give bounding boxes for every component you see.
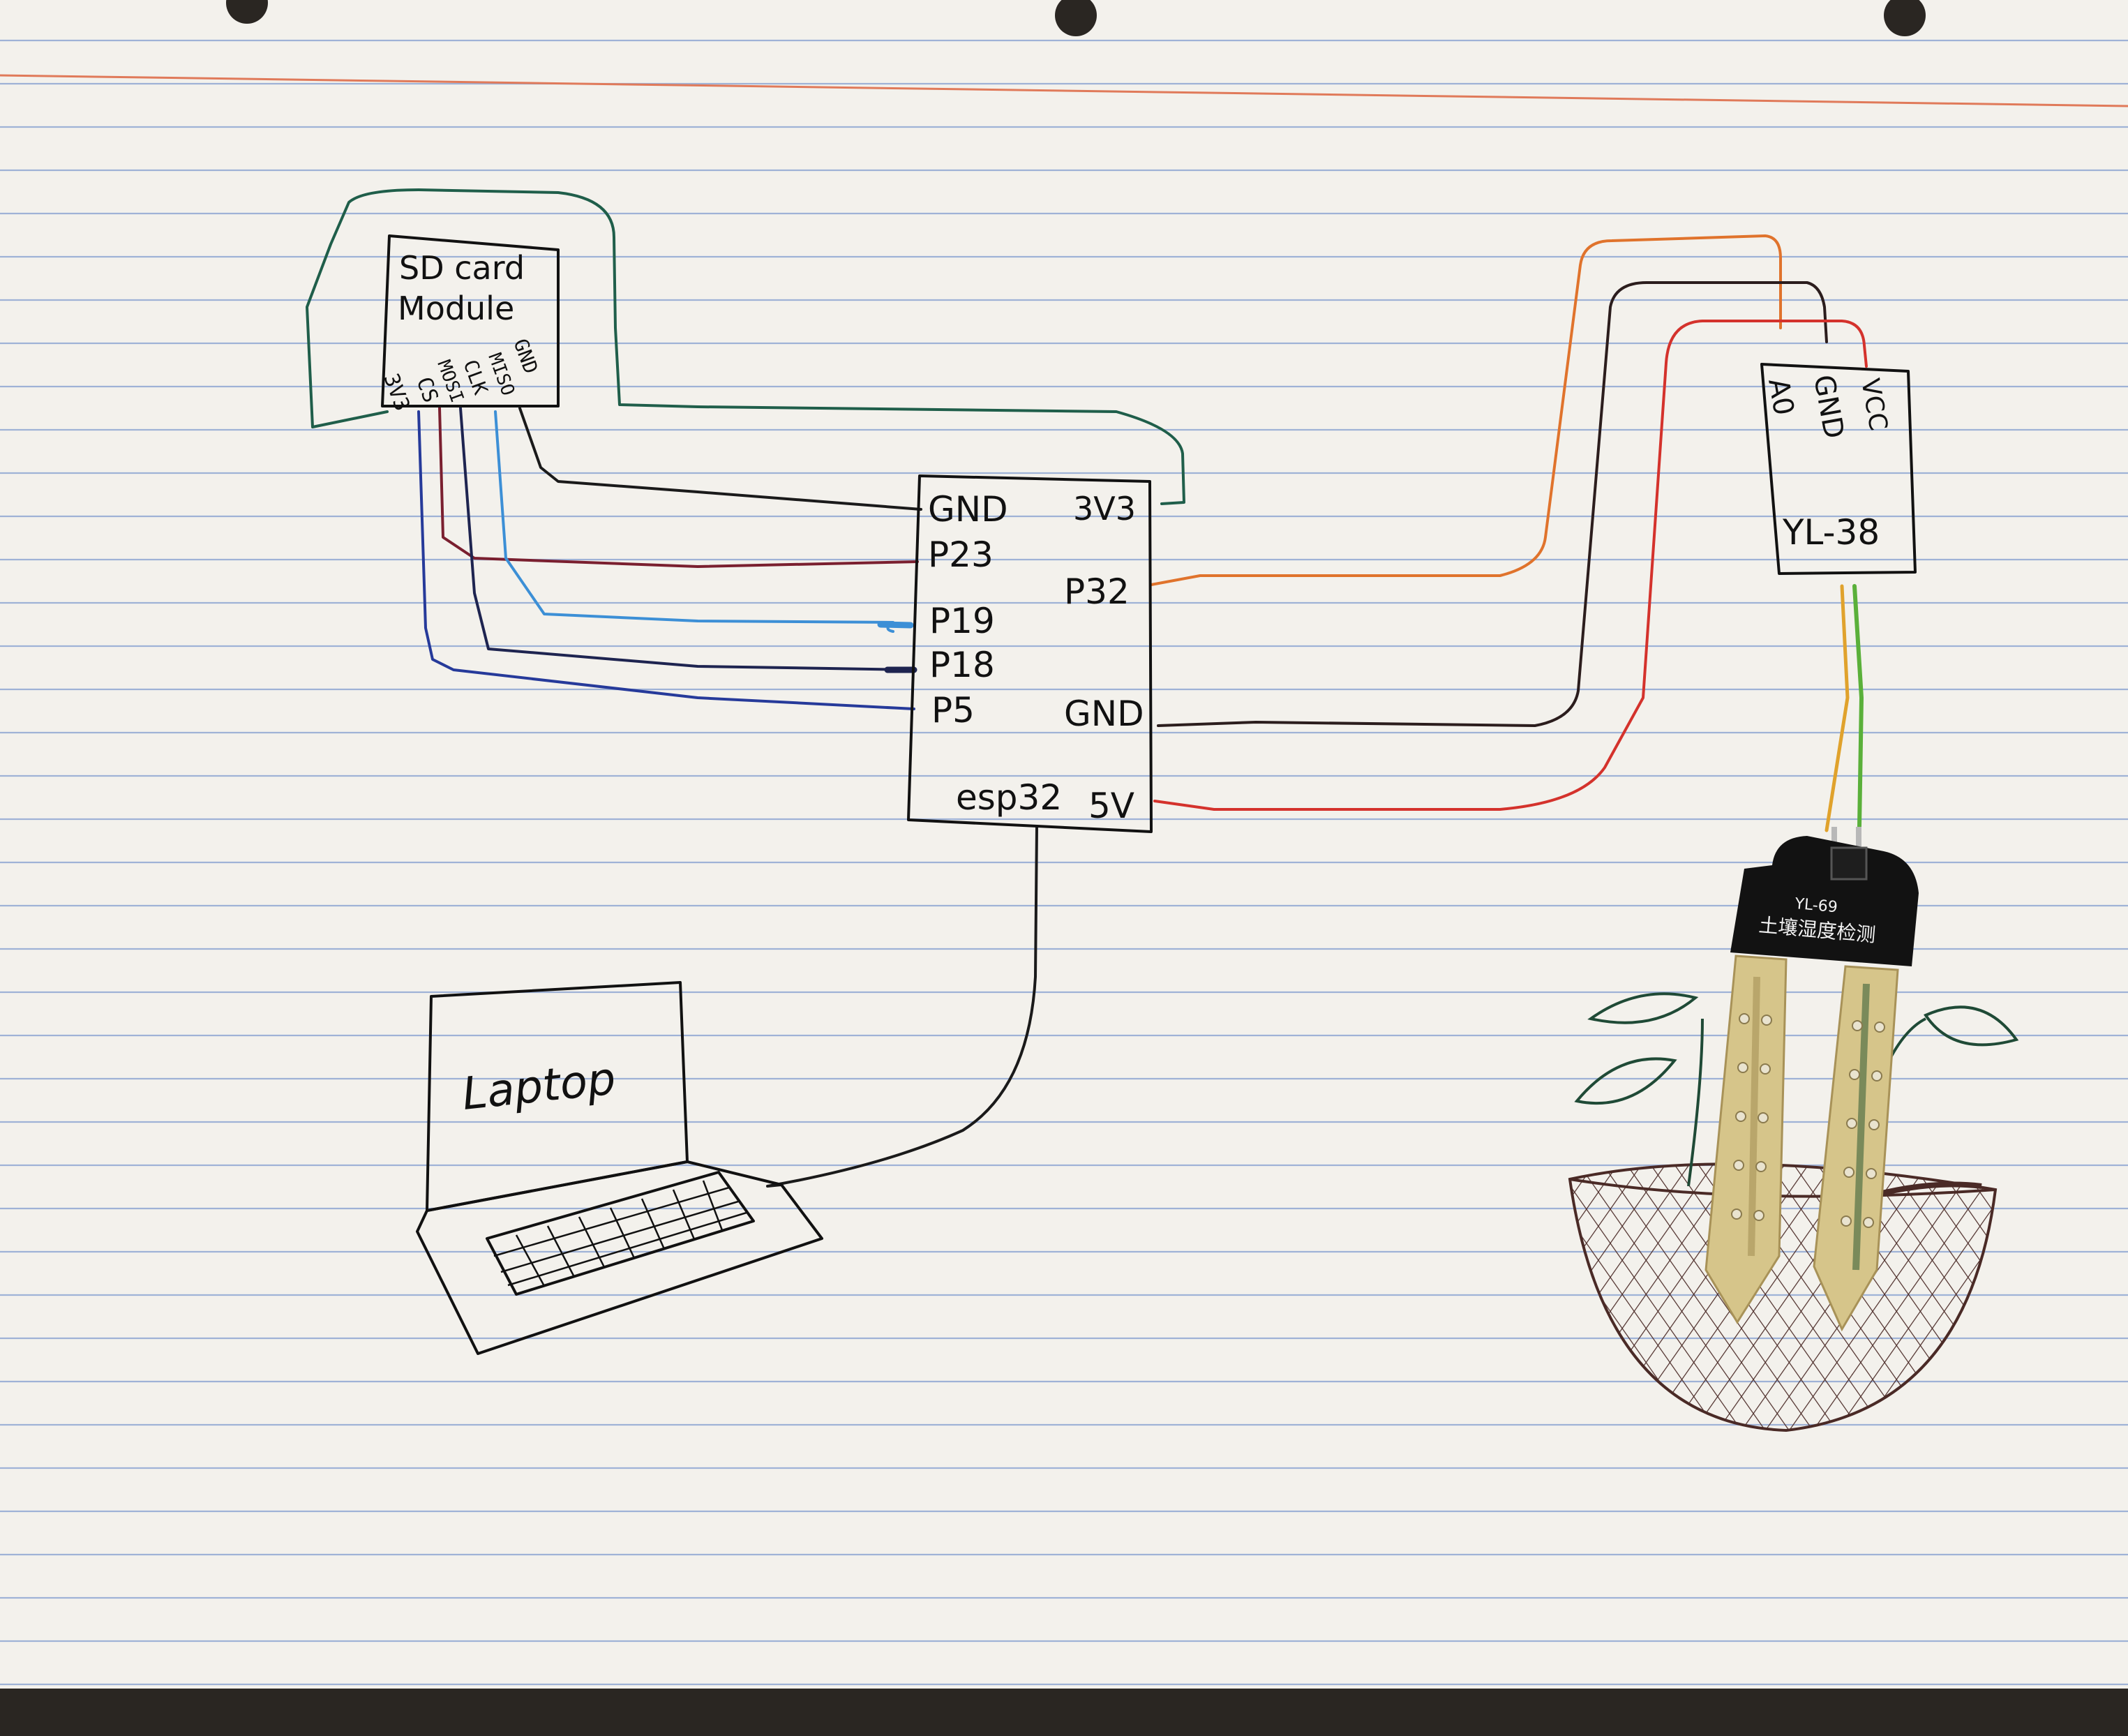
- esp32-pin-gnd-right: GND: [1064, 694, 1144, 734]
- sd-module-outline: [381, 234, 560, 407]
- esp32-pin-p5: P5: [931, 690, 975, 731]
- esp32-pin-3v3: 3V3: [1073, 490, 1136, 527]
- esp32-outline: [907, 474, 1153, 833]
- wires: [306, 188, 1868, 1188]
- yl69-probe: YL-69 土壤湿度检测: [1704, 827, 1919, 1332]
- esp32-pin-5v: 5V: [1088, 786, 1134, 826]
- esp32-pin-p32: P32: [1064, 571, 1130, 612]
- pin-ticks: [877, 621, 917, 673]
- table-edge: [0, 1689, 2128, 1733]
- probe-head-board: [1730, 836, 1919, 966]
- wire-clk-navy: [459, 407, 917, 671]
- esp32-label: esp32: [956, 777, 1062, 818]
- wire-gnd-brown: [1157, 281, 1828, 727]
- laptop-drawing: [416, 981, 823, 1355]
- yl38-label: YL-38: [1782, 512, 1880, 553]
- probe-prong-right: [1813, 965, 1899, 1332]
- leaf: [1924, 1005, 2019, 1047]
- wire-cs-maroon: [438, 407, 919, 568]
- esp32-pin-p19: P19: [929, 601, 995, 641]
- wire-mosi-navy: [417, 410, 915, 710]
- binder-hole: [226, 0, 268, 24]
- leaf: [1587, 992, 1699, 1024]
- probe-prong-left: [1704, 955, 1788, 1324]
- plant-pot: [1568, 1162, 1998, 1432]
- binder-hole: [1884, 0, 1926, 36]
- stem: [1687, 1018, 1704, 1187]
- esp32-pin-p23: P23: [928, 534, 994, 575]
- probe-model-label: YL-69: [1793, 895, 1838, 916]
- prong-pads: [1731, 1013, 1885, 1228]
- wire-5v-red: [1153, 320, 1868, 811]
- leaf: [1574, 1057, 1677, 1105]
- sd-module-title-line2: Module: [398, 290, 514, 327]
- binder-hole: [1055, 0, 1097, 36]
- sd-module-title-line1: SD card: [399, 249, 525, 287]
- wire-probe-orange: [1824, 584, 1850, 832]
- laptop-keyboard: [486, 1171, 755, 1296]
- esp32-board: GND P23 P19 P18 P5 3V3 P32 GND 5V esp32: [907, 474, 1153, 833]
- margin-line: [0, 74, 2128, 107]
- laptop-base: [416, 1160, 823, 1355]
- prong-trace: [1748, 976, 1760, 1257]
- prong-trace: [1852, 983, 1870, 1271]
- wire-p32-orange: [1150, 234, 1782, 586]
- wire-3v3-green: [306, 188, 1185, 505]
- wire-usb-black: [766, 825, 1038, 1188]
- esp32-pin-p18: P18: [929, 645, 995, 685]
- wire-probe-green: [1852, 584, 1864, 829]
- wire-gnd-black: [518, 407, 922, 511]
- keyboard-grid: [493, 1180, 747, 1287]
- esp32-pin-gnd-left: GND: [928, 489, 1008, 530]
- yl38-pin-a0: A0: [1762, 376, 1799, 418]
- yl38-outline: [1760, 363, 1917, 575]
